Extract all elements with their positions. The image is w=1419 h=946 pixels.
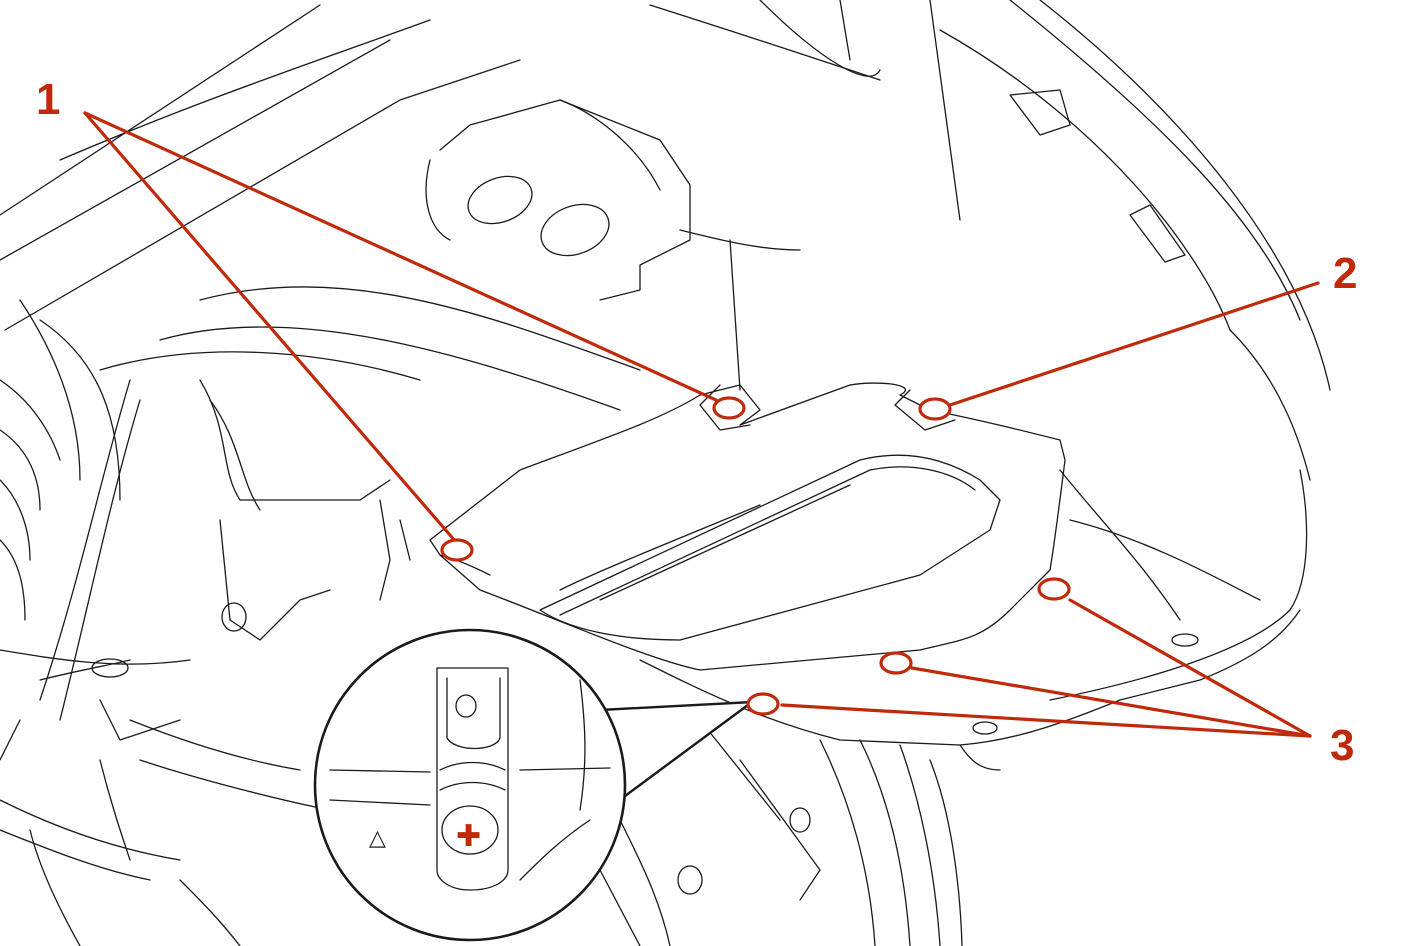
leader-1b xyxy=(83,111,718,402)
detail-circle xyxy=(313,628,627,942)
leader-lines xyxy=(83,111,1320,738)
fastener-ellipse-icon xyxy=(712,396,746,420)
fastener-ellipse-icon xyxy=(440,538,474,562)
detail-magnifier: △ ✚ xyxy=(313,628,756,942)
vehicle-underbody-linework xyxy=(0,0,1331,946)
leader-3b xyxy=(910,666,1312,738)
leader-3c xyxy=(780,703,1312,738)
detail-linework xyxy=(329,667,611,891)
triangle-icon: △ xyxy=(369,826,386,851)
callout-1: 1 xyxy=(36,75,60,124)
callout-2: 2 xyxy=(1333,249,1357,298)
fastener-ellipse-icon xyxy=(879,651,913,675)
cross-icon: ✚ xyxy=(456,819,481,854)
fastener-ellipse-icon xyxy=(918,397,952,421)
leader-3a xyxy=(1068,598,1312,738)
fastener-markers xyxy=(440,396,1071,716)
leader-2 xyxy=(948,281,1320,407)
callout-3: 3 xyxy=(1330,721,1354,770)
fastener-ellipse-icon xyxy=(746,692,780,716)
callout-labels: 1 2 3 xyxy=(36,75,1357,770)
fastener-ellipse-icon xyxy=(1037,577,1071,601)
leader-1a xyxy=(83,111,458,544)
